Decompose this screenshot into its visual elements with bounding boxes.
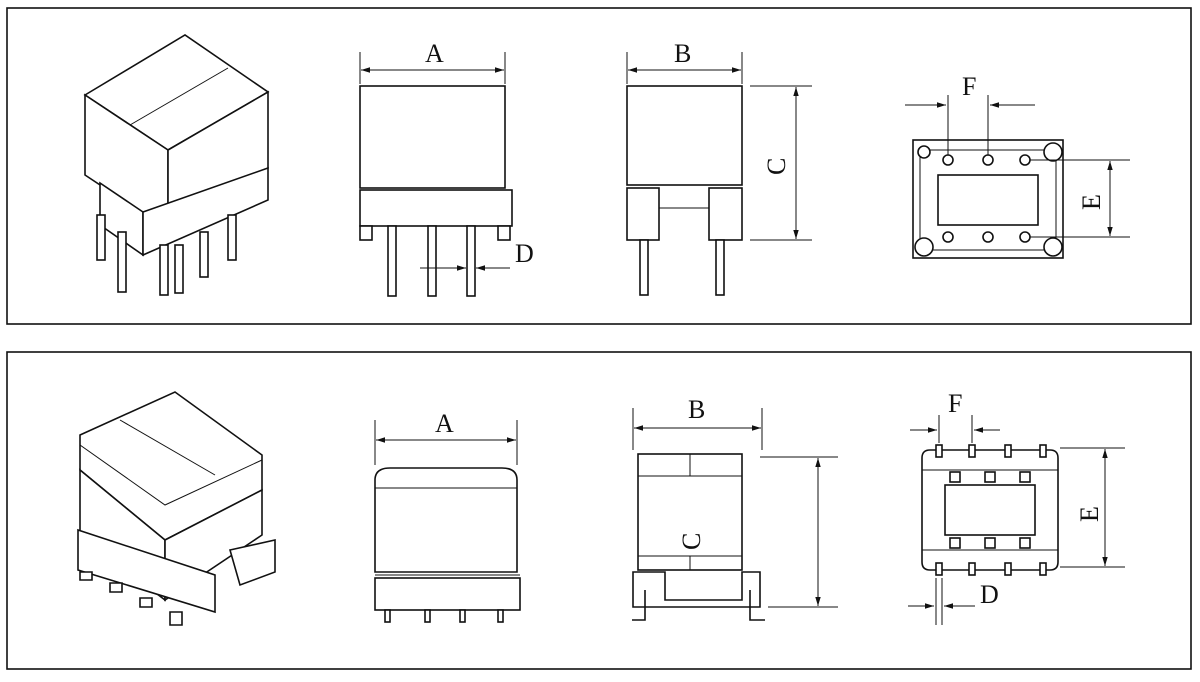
bottom-side-view: B C [632, 395, 838, 621]
bottom-panel-frame [6, 351, 1192, 670]
dimension-label-b-smd: B [688, 395, 705, 424]
dimension-label-d: D [515, 239, 534, 268]
dimension-label-c: C [762, 158, 791, 175]
bottom-front-view: A [374, 409, 521, 623]
top-side-view: B C [626, 39, 812, 296]
dimension-label-c-smd: C [677, 533, 706, 550]
top-front-view: A D [359, 39, 534, 297]
dimension-label-e: E [1077, 194, 1106, 210]
bottom-panel-smd: A B C [6, 351, 1192, 670]
dimension-label-d-smd: D [980, 580, 999, 609]
top-isometric-view [83, 34, 270, 296]
dimension-label-f: F [962, 72, 976, 101]
bottom-isometric-view [77, 391, 276, 626]
top-panel-through-hole: A D B C [6, 7, 1192, 325]
dimension-label-f-smd: F [948, 389, 962, 418]
dimension-label-a-smd: A [435, 409, 454, 438]
dimension-label-e-smd: E [1075, 506, 1104, 522]
top-bottom-view: F E [905, 72, 1130, 259]
dimension-label-b: B [674, 39, 691, 68]
bottom-bottom-view: F E D [908, 389, 1125, 625]
top-panel-frame [6, 7, 1192, 325]
dimension-label-a: A [425, 39, 444, 68]
